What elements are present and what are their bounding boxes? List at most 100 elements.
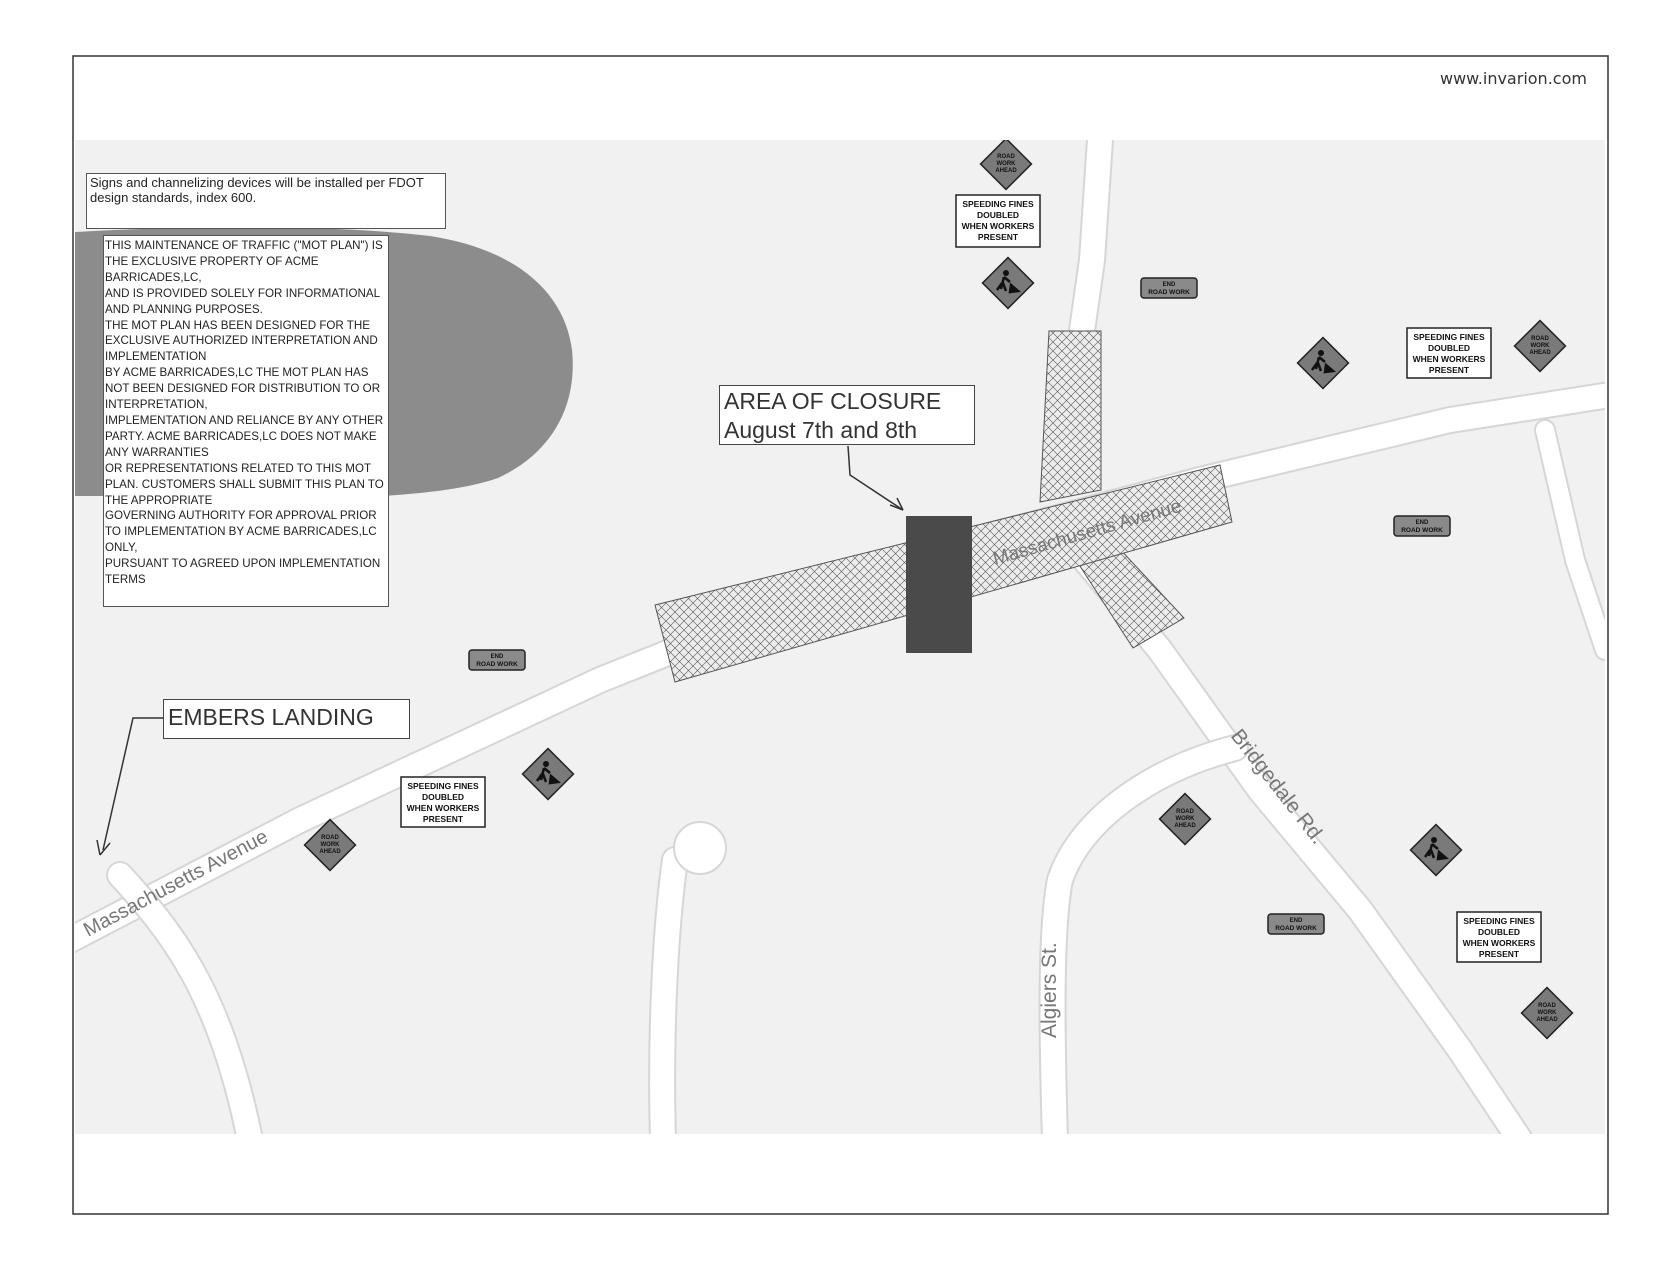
disclaimer-line: ANY WARRANTIES [105, 445, 209, 459]
disclaimer-line: BY ACME BARRICADES,LC THE MOT PLAN HAS [105, 366, 369, 380]
end-road-work-sign: END ROAD WORK [1140, 277, 1198, 299]
svg-text:ROAD: ROAD [321, 835, 339, 841]
svg-text:ROAD WORK: ROAD WORK [1401, 527, 1443, 534]
disclaimer-line: PURSUANT TO AGREED UPON IMPLEMENTATION [105, 557, 381, 571]
embers-landing-callout: EMBERS LANDING [163, 699, 410, 739]
disclaimer-line: INTERPRETATION, [105, 398, 208, 412]
svg-text:SPEEDING FINES: SPEEDING FINES [407, 781, 479, 791]
website-url: www.invarion.com [1440, 69, 1587, 88]
end-road-work-sign: END ROAD WORK [1267, 913, 1325, 935]
svg-text:DOUBLED: DOUBLED [1478, 927, 1520, 937]
end-road-work-sign: END ROAD WORK [468, 649, 526, 671]
right-block-road [1536, 421, 1605, 659]
worker-icon [543, 761, 549, 767]
svg-text:END: END [1290, 918, 1303, 924]
disclaimer-line: IMPLEMENTATION AND RELIANCE BY ANY OTHER [105, 413, 384, 427]
svg-text:END: END [1163, 282, 1176, 288]
north-leg-hatch [1039, 330, 1102, 503]
svg-text:WORK: WORK [321, 842, 341, 848]
svg-text:ROAD WORK: ROAD WORK [1275, 925, 1317, 932]
disclaimer-line: THE MOT PLAN HAS BEEN DESIGNED FOR THE [105, 318, 370, 332]
sheet-border [72, 55, 1609, 1215]
map-area: Massachusetts Avenue Massachusetts Avenu… [75, 140, 1605, 1134]
svg-text:AHEAD: AHEAD [1174, 823, 1196, 829]
svg-text:WORK: WORK [997, 161, 1017, 167]
svg-text:DOUBLED: DOUBLED [977, 210, 1019, 220]
svg-text:ROAD WORK: ROAD WORK [1148, 289, 1190, 296]
svg-text:AHEAD: AHEAD [995, 168, 1017, 174]
lower-left-road [108, 863, 261, 1134]
road-work-ahead-sign: ROAD WORK AHEAD [303, 818, 357, 872]
road-work-ahead-sign: ROAD WORK AHEAD [979, 140, 1033, 191]
disclaimer-line: PLAN. CUSTOMERS SHALL SUBMIT THIS PLAN T… [105, 477, 384, 491]
disclaimer-line: EXCLUSIVE AUTHORIZED INTERPRETATION AND [105, 334, 378, 348]
svg-text:SPEEDING FINES: SPEEDING FINES [1463, 916, 1535, 926]
svg-text:END: END [1416, 520, 1429, 526]
svg-text:WHEN WORKERS: WHEN WORKERS [1463, 938, 1536, 948]
embers-arrowhead [96, 839, 111, 856]
closure-title: AREA OF CLOSURE [724, 388, 942, 414]
svg-text:AHEAD: AHEAD [1529, 350, 1551, 356]
disclaimer-box: THIS MAINTENANCE OF TRAFFIC ("MOT PLAN")… [103, 235, 389, 607]
svg-text:DOUBLED: DOUBLED [1428, 343, 1470, 353]
disclaimer-line: TERMS [105, 573, 146, 587]
svg-text:ROAD: ROAD [1538, 1003, 1556, 1009]
disclaimer-line: AND IS PROVIDED SOLELY FOR INFORMATIONAL [105, 286, 381, 300]
worker-sign [981, 256, 1035, 310]
worker-icon [1003, 270, 1009, 276]
svg-text:PRESENT: PRESENT [1479, 949, 1520, 959]
disclaimer-line: THE APPROPRIATE [105, 493, 213, 507]
area-of-closure-callout: AREA OF CLOSURE August 7th and 8th [719, 385, 975, 445]
worker-sign [1296, 336, 1350, 390]
disclaimer-line: BARRICADES,LC, [105, 270, 202, 284]
closure-block [906, 516, 972, 653]
algiers-st-label: Algiers St. [1038, 942, 1061, 1038]
svg-text:END: END [491, 654, 504, 660]
disclaimer-line: GOVERNING AUTHORITY FOR APPROVAL PRIOR [105, 509, 377, 523]
svg-text:ROAD: ROAD [1531, 336, 1549, 342]
disclaimer-line: THE EXCLUSIVE PROPERTY OF ACME [105, 254, 319, 268]
disclaimer-line: ONLY, [105, 541, 138, 555]
disclaimer-line: IMPLEMENTATION [105, 350, 207, 364]
svg-text:AHEAD: AHEAD [1536, 1017, 1558, 1023]
end-road-work-sign: END ROAD WORK [1393, 515, 1451, 537]
svg-text:AHEAD: AHEAD [319, 849, 341, 855]
road-work-ahead-sign: ROAD WORK AHEAD [1520, 986, 1574, 1040]
speeding-fines-sign: SPEEDING FINES DOUBLED WHEN WORKERS PRES… [400, 776, 486, 828]
disclaimer-line: OR REPRESENTATIONS RELATED TO THIS MOT [105, 461, 372, 475]
install-note: Signs and channelizing devices will be i… [86, 173, 446, 229]
road-work-ahead-sign: ROAD WORK AHEAD [1513, 319, 1567, 373]
worker-sign [521, 747, 575, 801]
speeding-fines-sign: SPEEDING FINES DOUBLED WHEN WORKERS PRES… [1456, 911, 1542, 963]
svg-text:PRESENT: PRESENT [978, 232, 1019, 242]
svg-text:ROAD WORK: ROAD WORK [476, 661, 518, 668]
road-work-ahead-sign: ROAD WORK AHEAD [1158, 792, 1212, 846]
svg-text:WHEN WORKERS: WHEN WORKERS [407, 803, 480, 813]
svg-text:PRESENT: PRESENT [1429, 365, 1470, 375]
closure-callout-arrow [847, 445, 904, 511]
speeding-fines-sign: SPEEDING FINES DOUBLED WHEN WORKERS PRES… [1406, 327, 1492, 379]
svg-text:WORK: WORK [1538, 1010, 1558, 1016]
svg-text:SPEEDING FINES: SPEEDING FINES [1413, 332, 1485, 342]
svg-text:WHEN WORKERS: WHEN WORKERS [1413, 354, 1486, 364]
speeding-fines-sign: SPEEDING FINES DOUBLED WHEN WORKERS PRES… [955, 194, 1041, 248]
cul-de-sac-road [650, 848, 687, 1134]
svg-text:ROAD: ROAD [997, 154, 1015, 160]
svg-text:WHEN WORKERS: WHEN WORKERS [962, 221, 1035, 231]
closure-zones [654, 330, 1233, 683]
disclaimer-line: AND PLANNING PURPOSES. [105, 302, 263, 316]
disclaimer-line: PARTY. ACME BARRICADES,LC DOES NOT MAKE [105, 429, 377, 443]
closure-arrowhead [889, 497, 904, 511]
svg-text:WORK: WORK [1176, 816, 1196, 822]
worker-icon [1318, 350, 1324, 356]
disclaimer-line: NOT BEEN DESIGNED FOR DISTRIBUTION TO OR [105, 382, 381, 396]
embers-callout-arrow [102, 717, 163, 851]
svg-text:DOUBLED: DOUBLED [422, 792, 464, 802]
svg-text:PRESENT: PRESENT [423, 814, 464, 824]
worker-icon [1431, 837, 1437, 843]
svg-text:SPEEDING FINES: SPEEDING FINES [962, 199, 1034, 209]
svg-text:WORK: WORK [1531, 343, 1551, 349]
closure-dates: August 7th and 8th [724, 417, 918, 443]
